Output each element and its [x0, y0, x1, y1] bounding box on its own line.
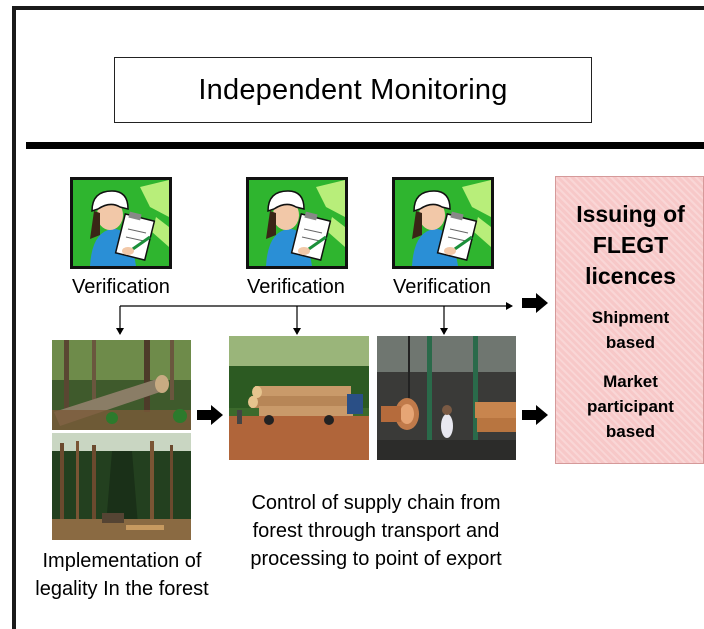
- log-truck-transport-photo: [229, 336, 369, 460]
- licence-title-line: FLEGT: [592, 232, 669, 258]
- title-box: Independent Monitoring: [114, 57, 592, 123]
- verification-label: Verification: [247, 276, 345, 298]
- caption-line: Implementation of: [42, 550, 202, 572]
- page-title: Independent Monitoring: [198, 73, 508, 106]
- caption-line: legality In the forest: [35, 578, 209, 600]
- arrow-right-icon: [522, 293, 548, 313]
- verification-label: Verification: [72, 276, 170, 298]
- flegt-licence-box: Issuing of FLEGT licences Shipment based…: [555, 176, 704, 464]
- licence-sub-line: participant: [587, 397, 674, 416]
- verification-label: Verification: [393, 276, 491, 298]
- licence-sub-line: Market: [603, 372, 658, 391]
- market-participant-based-label: Market participant based: [556, 369, 704, 444]
- forest-felled-log-photo: [52, 340, 191, 430]
- divider-bar: [26, 142, 704, 149]
- licence-sub-line: based: [605, 422, 656, 441]
- inspector-clipboard-icon: [70, 177, 172, 269]
- licence-title: Issuing of FLEGT licences: [556, 199, 704, 292]
- sawmill-processing-photo: [377, 336, 516, 460]
- licence-sub-line: based: [605, 333, 656, 352]
- arrow-right-icon: [522, 405, 548, 425]
- licence-title-line: licences: [585, 263, 676, 289]
- forest-plantation-photo: [52, 433, 191, 540]
- shipment-based-label: Shipment based: [556, 305, 704, 355]
- licence-sub-line: Shipment: [591, 308, 670, 327]
- arrow-right-icon: [197, 405, 223, 425]
- inspector-clipboard-icon: [246, 177, 348, 269]
- licence-title-line: Issuing of: [576, 201, 685, 227]
- caption-line: processing to point of export: [250, 548, 502, 570]
- caption-line: Control of supply chain from: [251, 492, 501, 514]
- forest-legality-caption: Implementation of legality In the forest: [22, 547, 222, 603]
- frame-top-border: [12, 6, 704, 10]
- frame-left-border: [12, 6, 16, 629]
- supply-chain-caption: Control of supply chain from forest thro…: [226, 489, 526, 573]
- inspector-clipboard-icon: [392, 177, 494, 269]
- caption-line: forest through transport and: [252, 520, 500, 542]
